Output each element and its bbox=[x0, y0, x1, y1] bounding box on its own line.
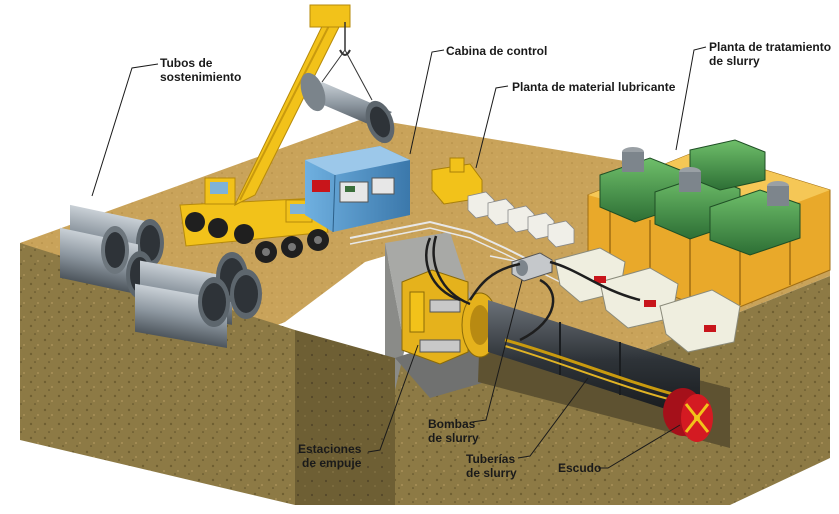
leader-line-tubos bbox=[91, 63, 159, 197]
shaft-railing-2 bbox=[349, 227, 526, 265]
lubricant-plant bbox=[431, 157, 575, 248]
slurry-treatment-plant bbox=[587, 139, 831, 316]
settling-tank-logos bbox=[594, 276, 716, 332]
pipe-stack-rear bbox=[60, 204, 164, 299]
leader-lines bbox=[91, 46, 707, 469]
leader-line-slurry-plant bbox=[675, 46, 707, 151]
label-slurry-treatment-plant: Planta de tratamiento de slurry bbox=[709, 40, 832, 68]
leader-line-bombas bbox=[471, 279, 523, 423]
tunnel-shield bbox=[663, 388, 713, 442]
label-lubricant-plant: Planta de material lubricante bbox=[512, 80, 676, 94]
shaft-front-cut bbox=[295, 330, 395, 505]
crane bbox=[179, 4, 373, 263]
leader-line-escudo bbox=[598, 424, 681, 469]
leader-line-lubricante bbox=[475, 85, 509, 169]
slurry-lines bbox=[425, 235, 641, 342]
leader-line-cabina bbox=[409, 49, 445, 155]
label-support-pipes: Tubos de sostenimiento bbox=[160, 56, 242, 84]
label-shield: Escudo bbox=[558, 461, 602, 475]
leader-line-tuberias bbox=[517, 377, 589, 459]
label-jacking-stations: Estaciones de empuje bbox=[298, 442, 362, 470]
label-slurry-pipelines: Tuberías de slurry bbox=[466, 452, 517, 480]
tunnel-pipe bbox=[488, 300, 700, 420]
lifted-pipe bbox=[300, 72, 395, 144]
label-control-cabin: Cabina de control bbox=[446, 44, 548, 58]
shaft-left-wall bbox=[385, 243, 405, 390]
leader-line-estaciones bbox=[367, 344, 419, 453]
label-slurry-pumps: Bombas de slurry bbox=[428, 417, 479, 445]
control-cabin bbox=[305, 146, 410, 233]
pipe-stack-front bbox=[135, 252, 262, 349]
shaft-railing bbox=[349, 220, 526, 259]
